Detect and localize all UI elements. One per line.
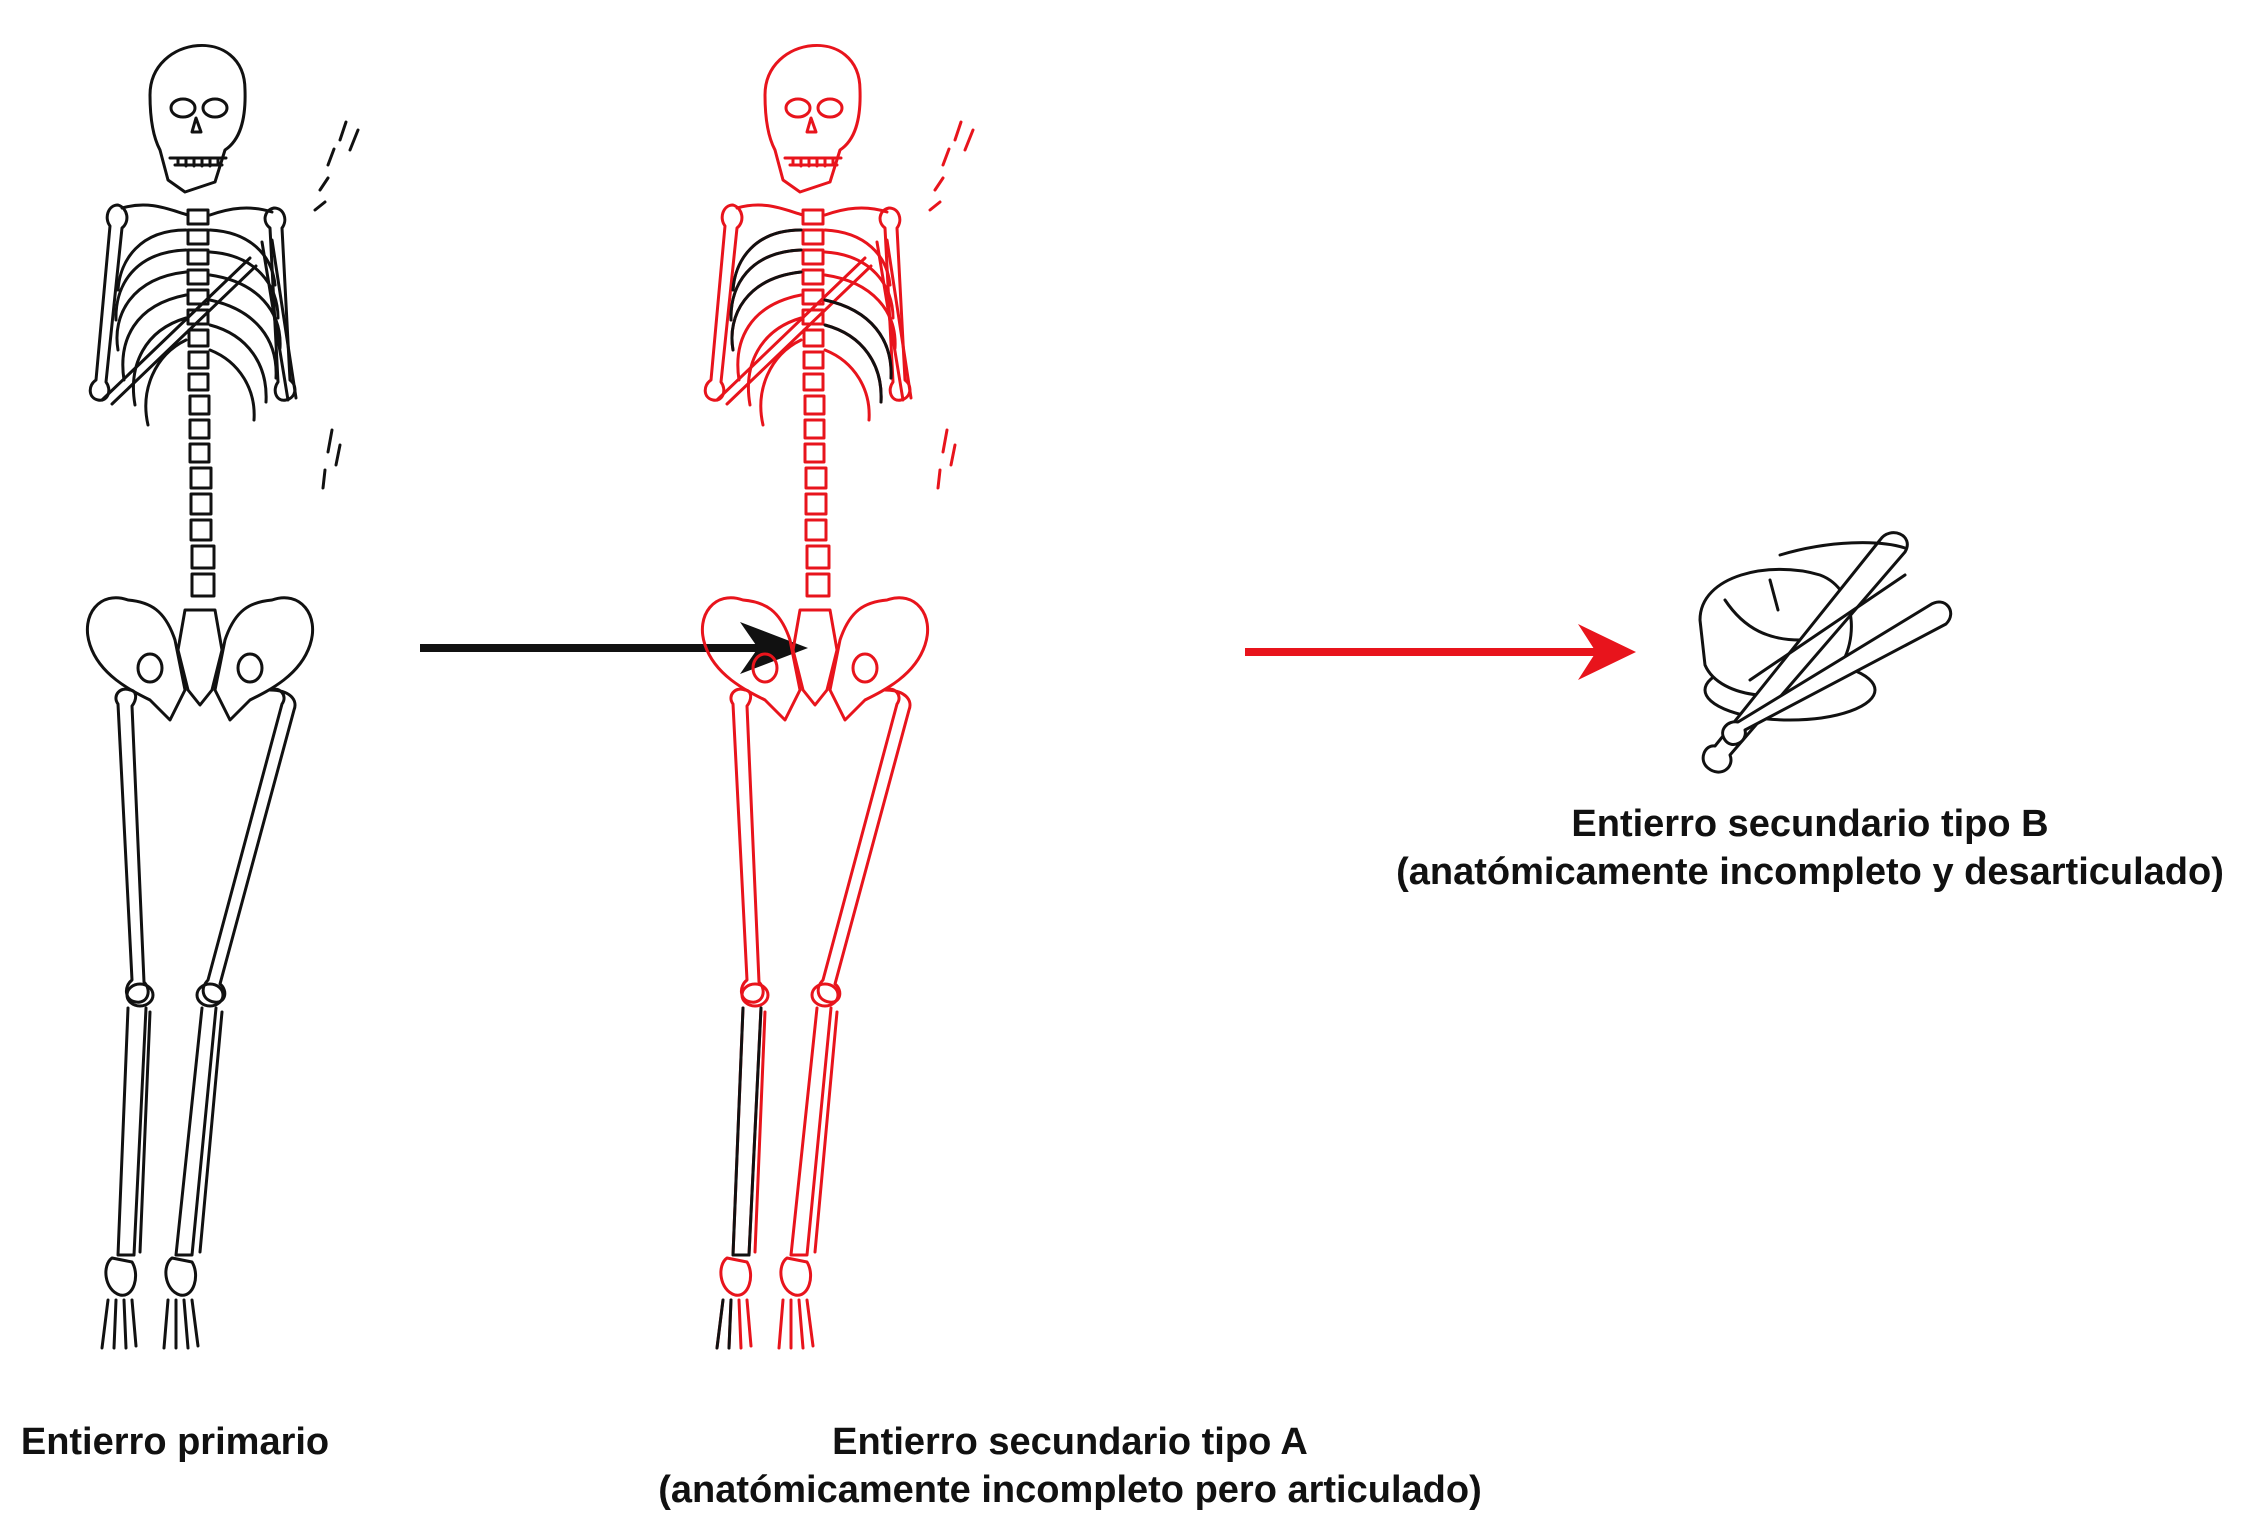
arrow-to-secondary-a: [420, 622, 808, 674]
caption-primary-burial: Entierro primario: [0, 1418, 350, 1466]
caption-secondary-type-b: Entierro secundario tipo B (anatómicamen…: [1380, 800, 2240, 896]
secondary-b-bone-bundle: [1700, 533, 1951, 772]
caption-secondary-type-a: Entierro secundario tipo A (anatómicamen…: [620, 1418, 1520, 1514]
caption-type-a-note: (anatómicamente incompleto pero articula…: [620, 1466, 1520, 1514]
secondary-a-skeleton-figure: [702, 45, 973, 1348]
caption-primary-title: Entierro primario: [0, 1418, 350, 1466]
primary-skeleton-figure: [87, 45, 358, 1348]
caption-type-b-title: Entierro secundario tipo B: [1380, 800, 2240, 848]
caption-type-a-title: Entierro secundario tipo A: [620, 1418, 1520, 1466]
arrow-to-secondary-b: [1245, 624, 1636, 680]
caption-type-b-note: (anatómicamente incompleto y desarticula…: [1380, 848, 2240, 896]
